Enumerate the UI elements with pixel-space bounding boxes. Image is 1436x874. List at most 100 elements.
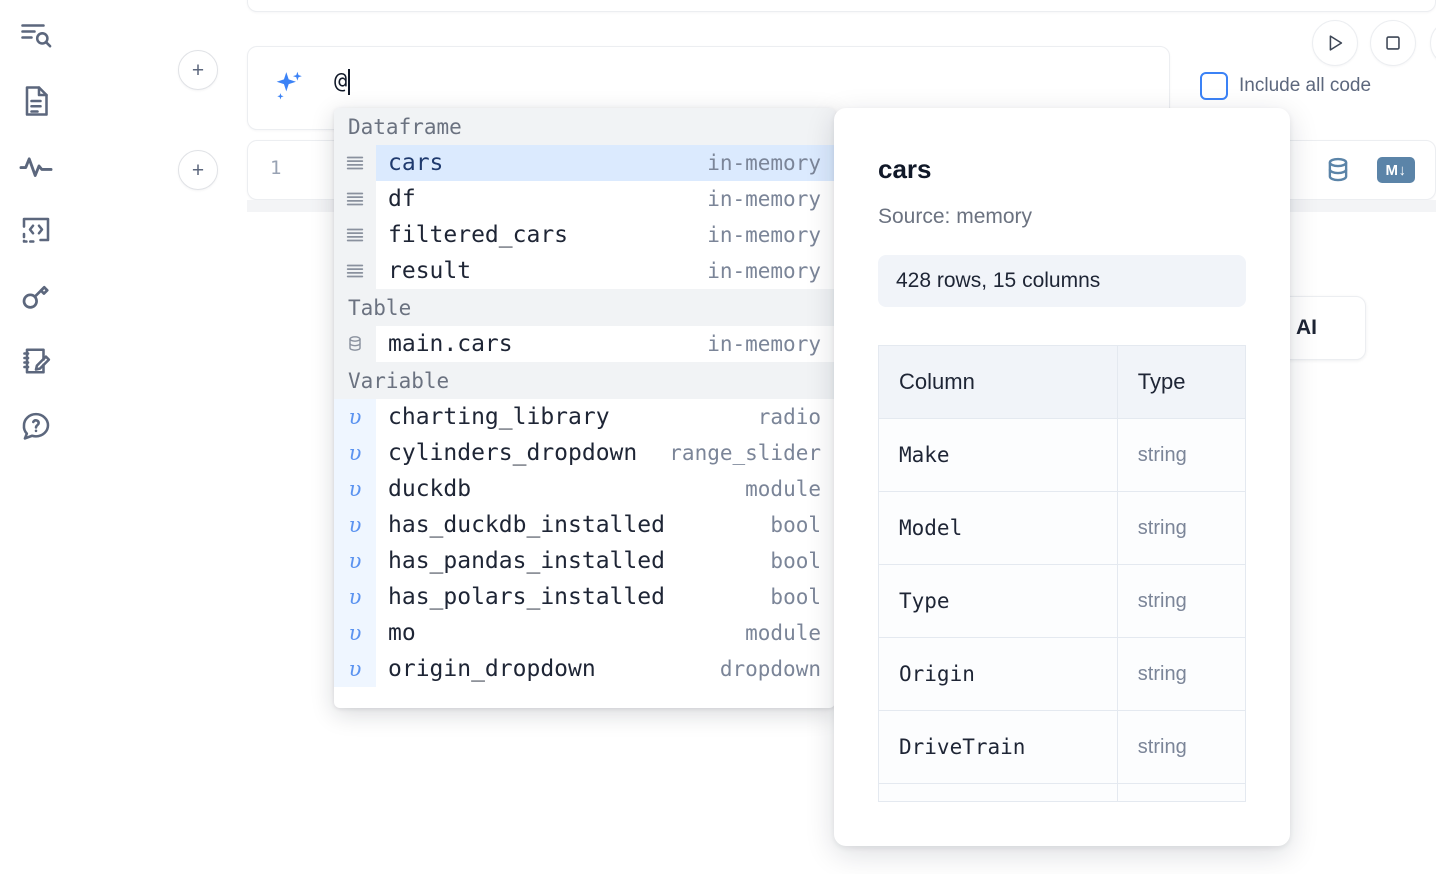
autocomplete-item-type: radio: [757, 405, 821, 429]
autocomplete-section-header: Variable: [334, 362, 835, 399]
dataframe-icon: [334, 181, 376, 217]
run-button[interactable]: [1312, 20, 1358, 66]
autocomplete-item[interactable]: υ has_duckdb_installed bool: [334, 507, 835, 543]
schema-column-name: DriveTrain: [878, 710, 1118, 784]
schema-column-name: Model: [878, 491, 1118, 565]
autocomplete-item-name: cars: [388, 150, 444, 176]
ai-prompt-value: @: [334, 69, 348, 94]
cell-toolbar: M↓: [1323, 155, 1415, 185]
autocomplete-item-type: bool: [770, 513, 821, 537]
docs-shape-badge: 428 rows, 15 columns: [878, 255, 1246, 307]
schema-column-type: [1116, 783, 1247, 802]
cell-above[interactable]: [247, 0, 1436, 12]
more-actions-button[interactable]: [1430, 20, 1436, 66]
activity-icon[interactable]: [14, 144, 58, 188]
variable-icon: υ: [334, 615, 376, 651]
dataframe-icon: [334, 217, 376, 253]
ai-action-label: AI: [1296, 316, 1317, 339]
variable-icon: υ: [334, 399, 376, 435]
include-all-code-checkbox[interactable]: [1200, 72, 1228, 100]
autocomplete-item-name: has_duckdb_installed: [388, 512, 665, 538]
key-icon[interactable]: [14, 274, 58, 318]
autocomplete-item-type: in-memory: [707, 151, 821, 175]
search-outline-icon[interactable]: [14, 14, 58, 58]
variable-icon: υ: [334, 651, 376, 687]
column-header-column: Column: [878, 345, 1118, 419]
autocomplete-item-type: module: [745, 477, 821, 501]
include-all-code-row[interactable]: Include all code: [1200, 72, 1371, 100]
autocomplete-item-name: result: [388, 258, 472, 284]
run-controls: [1312, 20, 1436, 66]
autocomplete-item-type: bool: [770, 585, 821, 609]
autocomplete-item-name: mo: [388, 620, 416, 646]
autocomplete-item-name: has_pandas_installed: [388, 548, 665, 574]
schema-column-type: string: [1116, 491, 1247, 565]
database-icon: [334, 326, 376, 362]
autocomplete-item-type: range_slider: [669, 441, 821, 465]
stop-button[interactable]: [1370, 20, 1416, 66]
variable-icon: υ: [334, 507, 376, 543]
help-chat-icon[interactable]: [14, 404, 58, 448]
autocomplete-item-name: duckdb: [388, 476, 472, 502]
dataframe-icon: [334, 253, 376, 289]
autocomplete-item-name: origin_dropdown: [388, 656, 596, 682]
autocomplete-item[interactable]: cars in-memory: [334, 145, 835, 181]
table-row-clipped: [878, 783, 1247, 802]
autocomplete-item-body: mo module: [376, 615, 835, 651]
schema-column-type: string: [1116, 418, 1247, 492]
add-cell-button-top[interactable]: +: [178, 50, 218, 90]
variable-icon: υ: [334, 435, 376, 471]
plus-icon: +: [191, 58, 205, 82]
autocomplete-item-body: has_pandas_installed bool: [376, 543, 835, 579]
schema-column-name: Origin: [878, 637, 1118, 711]
docs-panel: cars Source: memory 428 rows, 15 columns…: [834, 108, 1290, 846]
variable-icon: υ: [334, 579, 376, 615]
ai-prompt-input[interactable]: @: [334, 69, 1151, 95]
variable-icon: υ: [334, 471, 376, 507]
column-header-type: Type: [1116, 345, 1247, 419]
add-cell-button-bottom[interactable]: +: [178, 150, 218, 190]
docs-title: cars: [878, 154, 932, 184]
autocomplete-item-type: in-memory: [707, 187, 821, 211]
markdown-icon[interactable]: M↓: [1377, 157, 1415, 183]
database-icon[interactable]: [1323, 155, 1353, 185]
autocomplete-item-body: cars in-memory: [376, 145, 835, 181]
autocomplete-item-type: bool: [770, 549, 821, 573]
document-icon[interactable]: [14, 79, 58, 123]
schema-column-name: Make: [878, 418, 1118, 492]
autocomplete-item-body: has_duckdb_installed bool: [376, 507, 835, 543]
schema-column-type: string: [1116, 564, 1247, 638]
code-snippet-icon[interactable]: [14, 209, 58, 253]
scratchpad-icon[interactable]: [14, 339, 58, 383]
autocomplete-item[interactable]: υ has_pandas_installed bool: [334, 543, 835, 579]
sparkle-icon: [270, 67, 308, 110]
autocomplete-item-type: module: [745, 621, 821, 645]
variable-icon: υ: [334, 543, 376, 579]
schema-column-name: Type: [878, 564, 1118, 638]
autocomplete-item-body: duckdb module: [376, 471, 835, 507]
line-number: 1: [270, 157, 282, 179]
docs-source: Source: memory: [878, 205, 1033, 228]
autocomplete-item-type: in-memory: [707, 332, 821, 356]
